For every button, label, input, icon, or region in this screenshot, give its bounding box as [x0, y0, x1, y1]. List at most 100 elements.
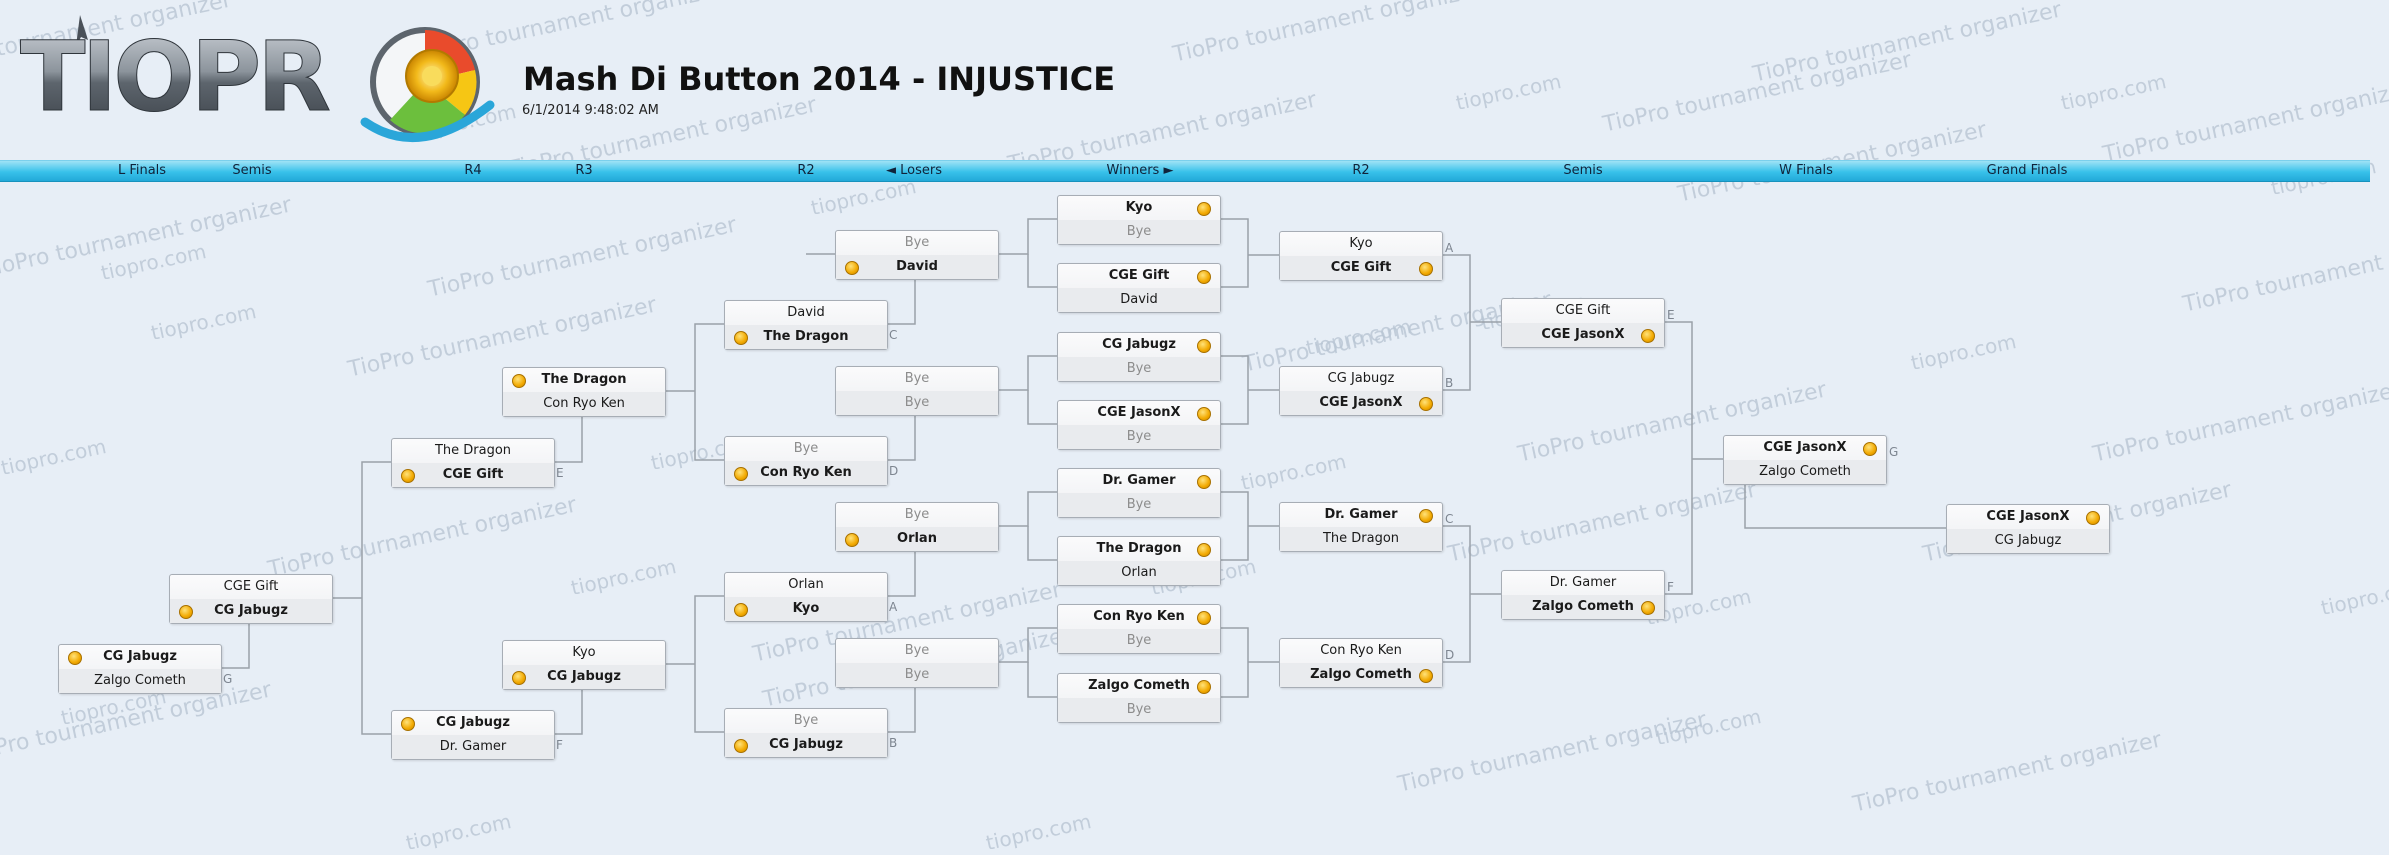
bottom-player[interactable]: Zalgo Cometh	[59, 669, 221, 693]
bottom-player[interactable]: CG Jabugz	[1947, 529, 2109, 553]
bottom-player[interactable]: Bye	[836, 391, 998, 415]
top-player[interactable]: Kyo	[1280, 232, 1442, 257]
top-player[interactable]: Bye	[725, 709, 887, 734]
top-player[interactable]: Kyo	[1058, 196, 1220, 221]
bottom-player[interactable]: David	[1058, 288, 1220, 312]
top-player[interactable]: David	[725, 301, 887, 326]
bottom-player[interactable]: Dr. Gamer	[392, 735, 554, 759]
bottom-player[interactable]: Orlan	[836, 527, 998, 551]
bottom-player[interactable]: Bye	[1058, 493, 1220, 517]
bottom-player[interactable]: Zalgo Cometh	[1724, 460, 1886, 484]
top-player[interactable]: CGE Gift	[1058, 264, 1220, 289]
top-player[interactable]: Con Ryo Ken	[1280, 639, 1442, 664]
winner-indicator-icon	[1863, 442, 1877, 456]
top-player[interactable]: The Dragon	[392, 439, 554, 464]
top-player[interactable]: Zalgo Cometh	[1058, 674, 1220, 699]
top-player[interactable]: Bye	[836, 639, 998, 664]
bottom-player[interactable]: CGE JasonX	[1280, 391, 1442, 415]
winner-indicator-icon	[1641, 601, 1655, 615]
losers-toggle[interactable]: ◄ Losers	[886, 163, 942, 178]
top-player[interactable]: Kyo	[503, 641, 665, 666]
bottom-player[interactable]: Zalgo Cometh	[1280, 663, 1442, 687]
bottom-player[interactable]: CG Jabugz	[503, 665, 665, 689]
bottom-player[interactable]: Kyo	[725, 597, 887, 621]
bottom-player[interactable]: Zalgo Cometh	[1502, 595, 1664, 619]
top-player[interactable]: Dr. Gamer	[1502, 571, 1664, 596]
bottom-player[interactable]: CG Jabugz	[725, 733, 887, 757]
bottom-player[interactable]: Bye	[1058, 698, 1220, 722]
top-player[interactable]: Dr. Gamer	[1280, 503, 1442, 528]
match-tag-label: G	[1889, 445, 1899, 459]
top-player[interactable]: Orlan	[725, 573, 887, 598]
top-player[interactable]: CGE JasonX	[1058, 401, 1220, 426]
top-player[interactable]: Bye	[836, 231, 998, 256]
top-player[interactable]: The Dragon	[503, 368, 665, 393]
top-player[interactable]: Con Ryo Ken	[1058, 605, 1220, 630]
bottom-player[interactable]: David	[836, 255, 998, 279]
bottom-player[interactable]: Bye	[1058, 629, 1220, 653]
bottom-player[interactable]: Bye	[1058, 425, 1220, 449]
bottom-player[interactable]: CGE Gift	[392, 463, 554, 487]
bottom-player[interactable]: CG Jabugz	[170, 599, 332, 623]
top-player[interactable]: Bye	[836, 503, 998, 528]
bottom-player[interactable]: Con Ryo Ken	[725, 461, 887, 485]
top-player[interactable]: Dr. Gamer	[1058, 469, 1220, 494]
top-player[interactable]: Bye	[836, 367, 998, 392]
bottom-player[interactable]: Bye	[1058, 357, 1220, 381]
bottom-player[interactable]: Bye	[836, 663, 998, 687]
tiopro-logo: TIOPR	[20, 15, 495, 142]
top-player[interactable]: CG Jabugz	[392, 711, 554, 736]
winners-toggle[interactable]: Winners ►	[1106, 163, 1174, 178]
top-player[interactable]: The Dragon	[1058, 537, 1220, 562]
top-player[interactable]: CG Jabugz	[1058, 333, 1220, 358]
top-player[interactable]: CGE JasonX	[1724, 436, 1886, 461]
bottom-player[interactable]: Orlan	[1058, 561, 1220, 585]
bottom-player[interactable]: Bye	[1058, 220, 1220, 244]
bottom-player[interactable]: CGE JasonX	[1502, 323, 1664, 347]
top-player[interactable]: CG Jabugz	[1280, 367, 1442, 392]
top-player[interactable]: CG Jabugz	[59, 645, 221, 670]
bottom-player[interactable]: The Dragon	[1280, 527, 1442, 551]
winner-indicator-icon	[1197, 339, 1211, 353]
top-player[interactable]: CGE Gift	[170, 575, 332, 600]
top-player[interactable]: CGE JasonX	[1947, 505, 2109, 530]
connector-line	[1027, 662, 1057, 698]
connector-line	[1219, 491, 1249, 561]
top-player[interactable]: Bye	[725, 437, 887, 462]
bottom-player[interactable]: CGE Gift	[1280, 256, 1442, 280]
top-player[interactable]: CGE Gift	[1502, 299, 1664, 324]
bottom-player[interactable]: Con Ryo Ken	[503, 392, 665, 416]
bottom-player[interactable]: The Dragon	[725, 325, 887, 349]
